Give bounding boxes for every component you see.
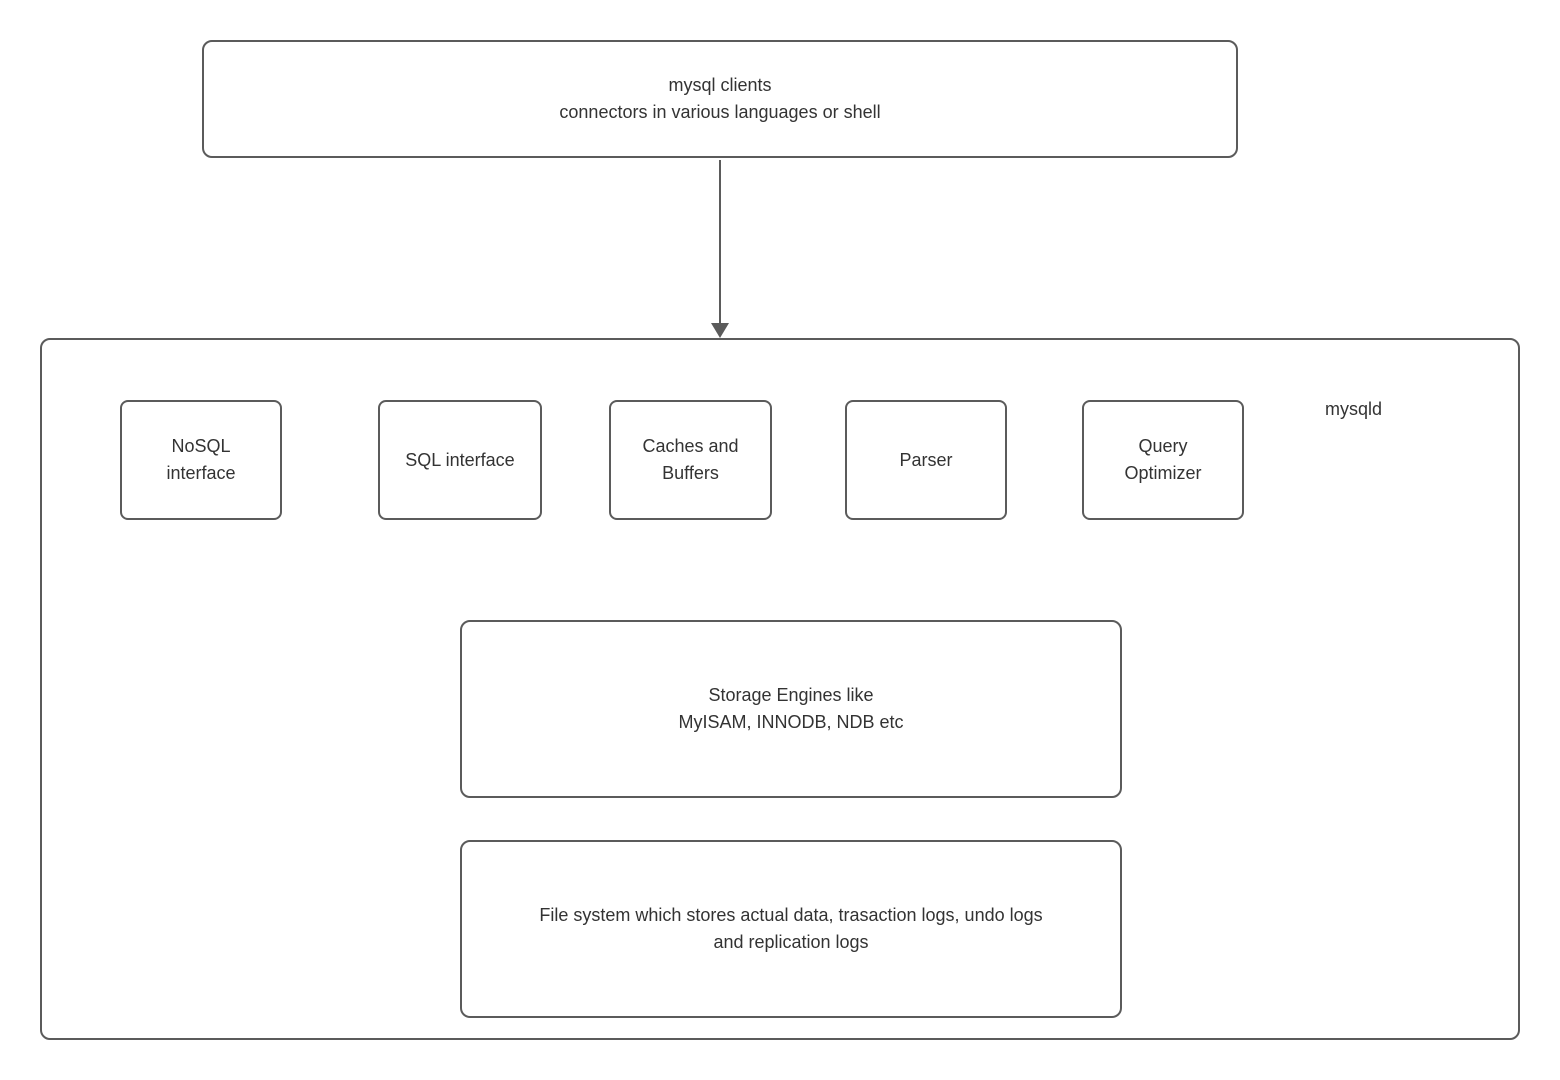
- storage-engines-line1: Storage Engines like: [708, 685, 874, 705]
- component-label: NoSQL interface: [166, 436, 236, 483]
- mysqld-label: mysqld: [1325, 399, 1383, 419]
- component-label: Parser: [899, 449, 953, 470]
- component-label: Caches and Buffers: [642, 436, 739, 483]
- clients-to-mysqld-arrow-line: [719, 160, 721, 324]
- file-system-line2: and replication logs: [713, 932, 869, 952]
- clients-to-mysqld-arrow-head: [711, 323, 729, 338]
- mysql-clients-line1: mysql clients: [668, 75, 772, 95]
- mysql-clients-line2: connectors in various languages or shell: [559, 102, 881, 122]
- file-system-box: File system which stores actual data, tr…: [460, 840, 1122, 1018]
- file-system-line1: File system which stores actual data, tr…: [539, 905, 1043, 925]
- storage-engines-box: Storage Engines like MyISAM, INNODB, NDB…: [460, 620, 1122, 798]
- component-label: SQL interface: [405, 449, 515, 470]
- storage-engines-line2: MyISAM, INNODB, NDB etc: [678, 712, 904, 732]
- component-box-caches-and-buffers: Caches and Buffers: [609, 400, 772, 520]
- component-box-nosql-interface: NoSQL interface: [120, 400, 282, 520]
- component-box-sql-interface: SQL interface: [378, 400, 542, 520]
- component-box-parser: Parser: [845, 400, 1007, 520]
- component-box-query-optimizer: Query Optimizer: [1082, 400, 1244, 520]
- component-label: Query Optimizer: [1124, 436, 1202, 483]
- mysql-clients-box: mysql clients connectors in various lang…: [202, 40, 1238, 158]
